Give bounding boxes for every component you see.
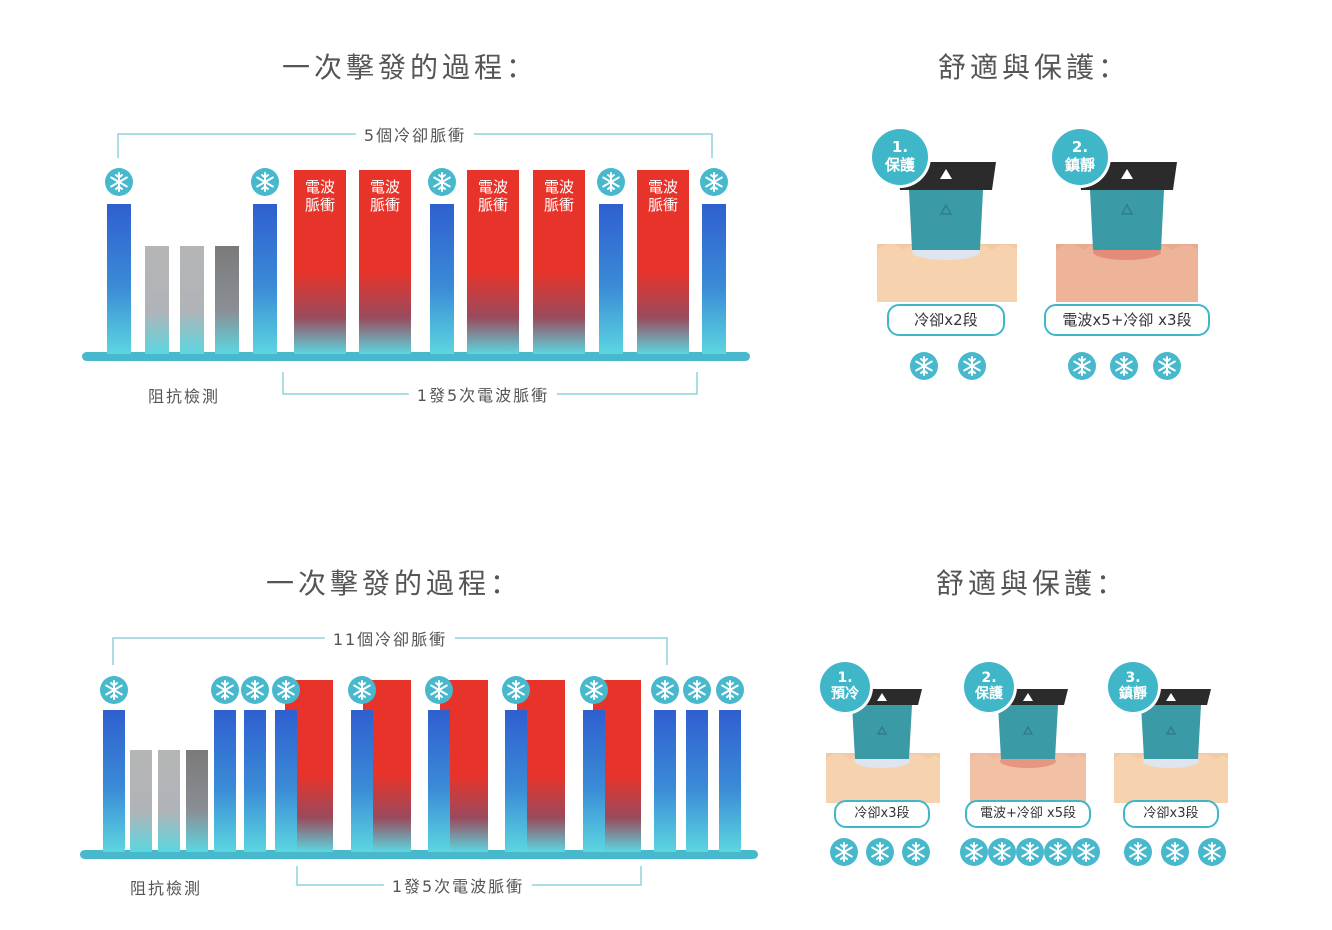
snowflake-icon <box>959 837 989 867</box>
process-title-1: 一次擊發的過程： <box>282 51 539 84</box>
snowflake-icon <box>427 167 457 197</box>
snowflake-icon <box>1197 837 1227 867</box>
step-badge-2: 2.鎮靜 <box>1052 129 1108 185</box>
step-badge-2: 2.保護 <box>964 662 1014 712</box>
step-pill-3: 冷卻x3段 <box>1123 800 1219 828</box>
snowflake-icon <box>1109 351 1139 381</box>
cooling-bar <box>702 204 726 354</box>
impedance-bar <box>186 750 208 852</box>
impedance-label-2: 阻抗檢測 <box>130 879 203 898</box>
snowflake-icon <box>501 675 531 705</box>
cooling-bracket-label-2: 11個冷卻脈衝 <box>324 626 456 650</box>
snowflake-icon <box>240 675 270 705</box>
snowflake-icon <box>1071 837 1101 867</box>
snowflake-icon <box>104 167 134 197</box>
step-pill-2: 電波x5+冷卻 x3段 <box>1044 304 1210 336</box>
snowflake-icon <box>957 351 987 381</box>
device-step-2 <box>970 689 1086 803</box>
cooling-bar <box>719 710 741 852</box>
rf-bar-text: 電波 <box>544 178 574 196</box>
rf-bar-text: 電波 <box>478 178 508 196</box>
cooling-bar <box>214 710 236 852</box>
impedance-bar <box>215 246 239 354</box>
snowflake-icon <box>909 351 939 381</box>
cooling-bar <box>351 710 373 852</box>
snowflake-icon <box>1015 837 1045 867</box>
cooling-bar <box>686 710 708 852</box>
rf-bar <box>359 170 411 354</box>
step-badge-1: 1.預冷 <box>820 662 870 712</box>
snowflake-icon <box>1160 837 1190 867</box>
impedance-bar <box>158 750 180 852</box>
rf-bar-text: 電波 <box>305 178 335 196</box>
rf-bar-text: 電波 <box>370 178 400 196</box>
cooling-bar <box>103 710 125 852</box>
snowflake-icon <box>250 167 280 197</box>
rf-bar <box>294 170 346 354</box>
cooling-bar <box>505 710 527 852</box>
snowflake-icon <box>987 837 1017 867</box>
cooling-bar <box>583 710 605 852</box>
device-step-1 <box>877 162 1017 302</box>
cooling-bar <box>428 710 450 852</box>
device-step-2 <box>1056 162 1198 302</box>
process-title-2: 一次擊發的過程： <box>266 567 523 600</box>
step-pill-1: 冷卻x3段 <box>834 800 930 828</box>
impedance-bar <box>180 246 204 354</box>
snowflake-icon <box>579 675 609 705</box>
snowflake-icon <box>347 675 377 705</box>
step-badge-3: 3.鎮靜 <box>1108 662 1158 712</box>
snowflake-icon <box>1067 351 1097 381</box>
comfort-title-2: 舒適與保護： <box>936 567 1129 600</box>
snowflake-icon <box>715 675 745 705</box>
rf-bar-text: 脈衝 <box>370 196 400 214</box>
snowflake-icon <box>699 167 729 197</box>
cooling-bar <box>253 204 277 354</box>
snowflake-icon <box>682 675 712 705</box>
cooling-bar <box>244 710 266 852</box>
device-step-1 <box>826 689 940 803</box>
snowflake-icon <box>1043 837 1073 867</box>
rf-bar <box>637 170 689 354</box>
impedance-bar <box>145 246 169 354</box>
snowflake-icon <box>271 675 301 705</box>
baseline <box>82 352 750 361</box>
snowflake-icon <box>1123 837 1153 867</box>
rf-bracket-label-1: 1發5次電波脈衝 <box>408 382 558 406</box>
impedance-label-1: 阻抗檢測 <box>148 387 221 406</box>
rf-bar-text: 脈衝 <box>305 196 335 214</box>
rf-bar-text: 脈衝 <box>544 196 574 214</box>
impedance-bar <box>130 750 152 852</box>
pulse-diagram-1: 電波 脈衝 電波 脈衝 電波 脈衝 電波 脈衝 電波 脈衝 <box>82 133 1198 395</box>
rf-bar-text: 電波 <box>648 178 678 196</box>
cooling-bar <box>599 204 623 354</box>
cooling-bar <box>275 710 297 852</box>
baseline <box>80 850 758 859</box>
snowflake-icon <box>865 837 895 867</box>
cooling-bar <box>654 710 676 852</box>
snowflake-icon <box>901 837 931 867</box>
snowflake-icon <box>424 675 454 705</box>
rf-bar-text: 脈衝 <box>648 196 678 214</box>
snowflake-icon <box>99 675 129 705</box>
cooling-bar <box>107 204 131 354</box>
rf-bar <box>467 170 519 354</box>
snowflake-icon <box>1152 351 1182 381</box>
comfort-title-1: 舒適與保護： <box>938 51 1131 84</box>
snowflake-icon <box>650 675 680 705</box>
rf-bracket-label-2: 1發5次電波脈衝 <box>383 873 533 897</box>
cooling-bar <box>430 204 454 354</box>
step-pill-2: 電波+冷卻 x5段 <box>965 800 1091 828</box>
snowflake-icon <box>829 837 859 867</box>
rf-bar <box>533 170 585 354</box>
snowflake-icon <box>210 675 240 705</box>
snowflake-icon <box>596 167 626 197</box>
step-pill-1: 冷卻x2段 <box>887 304 1005 336</box>
rf-bar-text: 脈衝 <box>478 196 508 214</box>
step-badge-1: 1.保護 <box>872 129 928 185</box>
pulse-diagram-2 <box>80 637 1228 886</box>
cooling-bracket-label-1: 5個冷卻脈衝 <box>355 122 475 146</box>
